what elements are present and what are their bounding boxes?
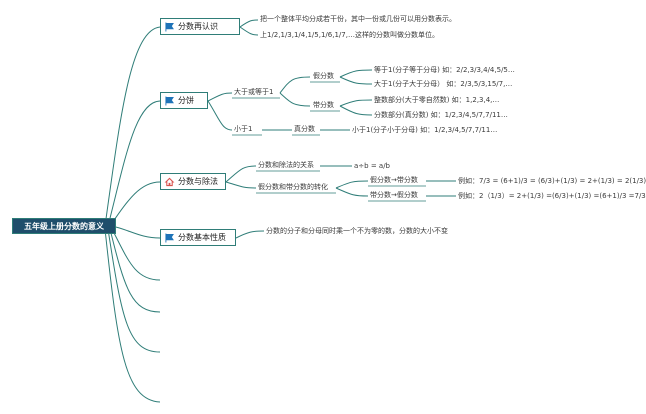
node-relation: 分数和除法的关系: [258, 161, 314, 169]
root-node[interactable]: 五年级上册分数的意义: [12, 218, 116, 234]
node-eq1: 等于1(分子等于分母) 如：2/2,3/3,4/4,5/5…: [374, 66, 515, 74]
node-imp-ex: 例如：7/3 = (6+1)/3 = (6/3)+(1/3) = 2+(1/3)…: [458, 177, 646, 185]
house-icon: [164, 177, 175, 186]
connector-empty2: [109, 228, 161, 313]
flag-icon: [165, 233, 174, 242]
branch-label: 分数基本性质: [178, 233, 226, 242]
node-ge1: 大于或等于1: [234, 88, 274, 96]
node-mixed-to-imp: 带分数→假分数: [370, 191, 418, 199]
branch-node-fenbing[interactable]: 分饼: [160, 92, 208, 109]
flag-icon: [165, 96, 174, 105]
node-gt1: 大于1(分子大于分母） 如：2/3,5/3,15/7,…: [374, 80, 513, 88]
branch1-line1: 把一个整体平均分成若干份，其中一份或几份可以用分数表示。: [260, 15, 456, 23]
branch-label: 分数再认识: [178, 22, 218, 31]
node-improper: 假分数: [313, 72, 334, 80]
connector-empty1: [111, 228, 161, 281]
connector-branch1: [104, 26, 161, 227]
node-int-part: 整数部分(大于零自然数) 如：1,2,3,4,…: [374, 96, 500, 104]
branch-node-jiben-xingzhi[interactable]: 分数基本性质: [160, 229, 236, 246]
node-proper: 真分数: [294, 125, 315, 133]
flag-icon: [165, 22, 174, 31]
branch-node-fenshu-zairenshi[interactable]: 分数再认识: [160, 18, 240, 35]
branch1-line2: 上1/2,1/3,1/4,1/5,1/6,1/7,…这样的分数叫做分数单位。: [260, 31, 439, 39]
branch-label: 分饼: [178, 96, 194, 105]
connector-branch2: [107, 100, 161, 227]
node-lt1: 小于1: [234, 125, 253, 133]
node-convert: 假分数和带分数的转化: [258, 183, 328, 191]
node-proper-ex: 小于1(分子小于分母) 如：1/2,3/4,5/7,7/11…: [352, 126, 498, 134]
node-frac-part: 分数部分(真分数) 如：1/2,3/4,5/7,7/11…: [374, 111, 508, 119]
branch4-text: 分数的分子和分母同时乘一个不为零的数，分数的大小不变: [266, 227, 448, 235]
branch-node-fenshu-chufa[interactable]: 分数与除法: [160, 173, 226, 190]
branch-label: 分数与除法: [178, 177, 218, 186]
node-mixed-ex: 例如：2（1/3）= 2+(1/3) =(6/3)+(1/3) =(6+1)/3…: [458, 192, 646, 200]
node-formula: a÷b = a/b: [354, 162, 391, 170]
node-mixed: 带分数: [313, 101, 334, 109]
connector-empty4: [104, 228, 161, 403]
connector-branch4: [111, 225, 161, 239]
connector-empty3: [107, 228, 161, 353]
node-imp-to-mixed: 假分数→带分数: [370, 176, 418, 184]
